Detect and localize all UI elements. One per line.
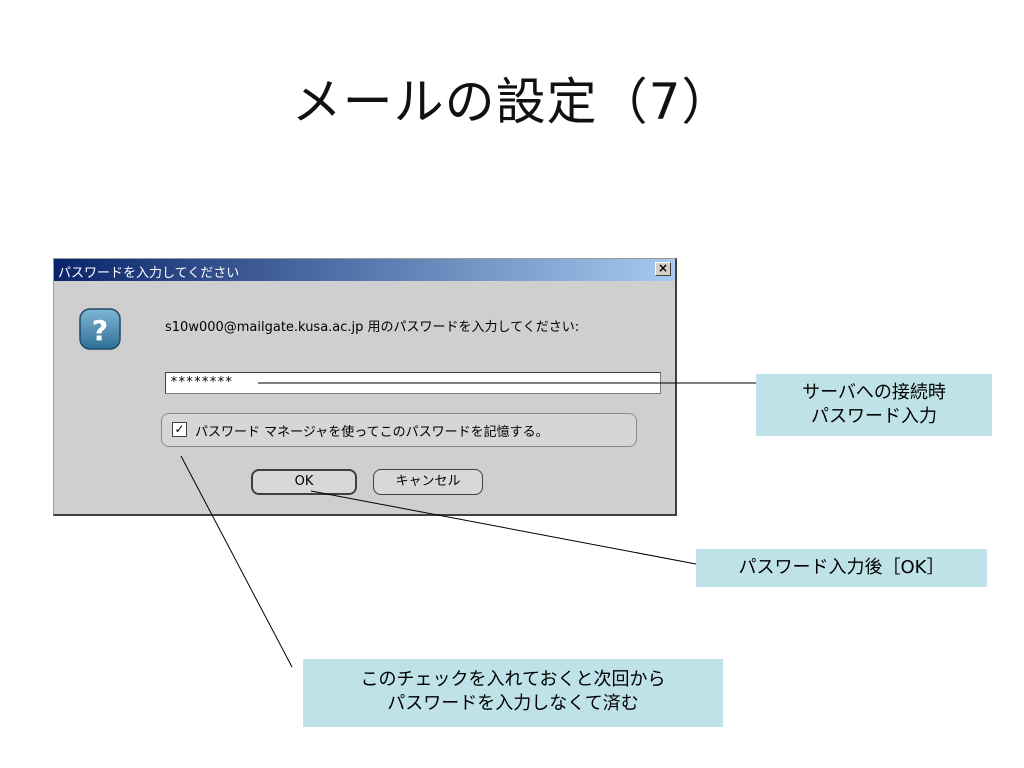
remember-password-row[interactable]: ✓ パスワード マネージャを使ってこのパスワードを記憶する。 xyxy=(161,413,637,447)
password-dialog: パスワードを入力してください × ? s10w000@mailgate.kusa… xyxy=(53,258,677,516)
callout-check-line2: パスワードを入力しなくて済む xyxy=(387,693,639,714)
callout-server-line1: サーバへの接続時 xyxy=(802,382,946,403)
dialog-prompt: s10w000@mailgate.kusa.ac.jp 用のパスワードを入力して… xyxy=(165,320,580,335)
remember-password-checkbox[interactable]: ✓ xyxy=(172,422,187,437)
callout-check-line1: このチェックを入れておくと次回から xyxy=(360,669,666,690)
callout-server-line2: パスワード入力 xyxy=(811,406,937,427)
slide-title: メールの設定（7） xyxy=(291,73,733,131)
question-icon: ? xyxy=(79,308,121,350)
callout-server-password: サーバへの接続時 パスワード入力 xyxy=(756,374,992,436)
ok-button[interactable]: OK xyxy=(251,469,357,495)
remember-password-label: パスワード マネージャを使ってこのパスワードを記憶する。 xyxy=(195,425,549,440)
svg-text:?: ? xyxy=(92,314,108,347)
checkmark-icon: ✓ xyxy=(174,422,185,436)
dialog-title: パスワードを入力してください xyxy=(58,266,240,281)
password-input[interactable]: ******** xyxy=(165,372,661,394)
cancel-button[interactable]: キャンセル xyxy=(373,469,483,495)
callout-press-ok: パスワード入力後［OK］ xyxy=(696,549,987,587)
callout-remember-check: このチェックを入れておくと次回から パスワードを入力しなくて済む xyxy=(303,659,723,727)
dialog-titlebar: パスワードを入力してください × xyxy=(54,259,675,281)
close-icon: × xyxy=(657,261,669,275)
close-button[interactable]: × xyxy=(655,262,671,276)
